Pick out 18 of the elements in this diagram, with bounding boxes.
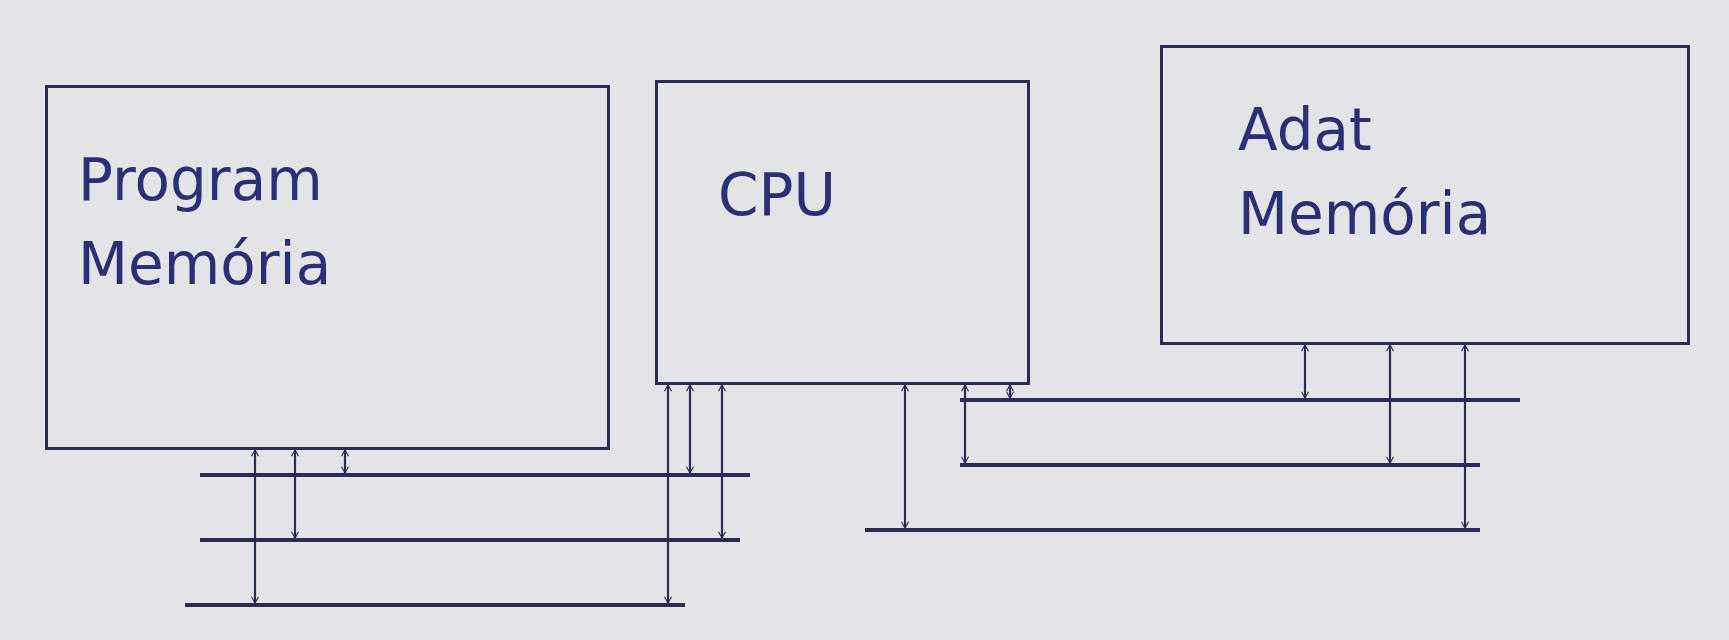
- bidirectional-arrow: [900, 384, 910, 529]
- bidirectional-arrow: [1005, 384, 1015, 399]
- component-box: [1160, 45, 1690, 345]
- box-label: Adat Memória: [1238, 95, 1493, 251]
- bidirectional-arrow: [1460, 344, 1470, 529]
- bidirectional-arrow: [960, 384, 970, 464]
- bidirectional-arrow: [685, 384, 695, 474]
- box-label: CPU: [718, 160, 837, 231]
- bidirectional-arrow: [1300, 344, 1310, 399]
- component-box: [45, 85, 610, 450]
- bidirectional-arrow: [1385, 344, 1395, 464]
- bidirectional-arrow: [663, 384, 673, 604]
- bidirectional-arrow: [717, 384, 727, 539]
- box-label: Program Memória: [78, 145, 333, 301]
- component-box: [655, 80, 1030, 385]
- bidirectional-arrow: [290, 449, 300, 539]
- bidirectional-arrow: [250, 449, 260, 604]
- bidirectional-arrow: [340, 449, 350, 474]
